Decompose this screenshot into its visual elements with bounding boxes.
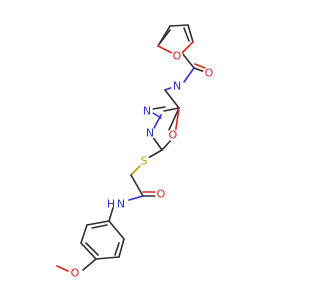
bond-ox-c5-o — [161, 138, 173, 151]
atom-label: O — [205, 67, 214, 80]
atom-o-methoxy: O — [69, 267, 81, 280]
bond-carbonyl-o1 — [193, 67, 206, 73]
bond-carbonyl-n1 — [183, 67, 195, 83]
bond-ox-c2-n-double — [152, 106, 166, 110]
atom-o-furan: O — [171, 50, 183, 63]
atom-s-thio: S — [138, 155, 150, 168]
bond-ph-5-6 — [80, 224, 88, 244]
bond-ph-6-1-double — [91, 224, 108, 229]
atom-label: O — [169, 129, 178, 142]
atom-label: O — [173, 50, 182, 63]
atom-label: O — [71, 267, 80, 280]
bond-furan-c4-c5 — [187, 24, 194, 43]
bond-ph-o — [82, 258, 97, 271]
bond-carbonyl2-n — [128, 195, 144, 201]
bond-carbonyl-o1-double — [194, 63, 206, 69]
bond-c5-s — [147, 149, 163, 159]
bond-o-ch3 — [56, 265, 69, 272]
atom-n-amide2: N H — [107, 197, 128, 211]
bond-furan-c3-c4 — [169, 24, 189, 27]
bond-ph-6-1 — [86, 220, 110, 226]
atom-n-ring1: N — [141, 105, 153, 118]
bond-n-aryl — [108, 207, 114, 222]
bond-s-ch2 — [130, 164, 142, 176]
atom-label-h: H — [107, 198, 115, 211]
bond-ch2-carbonyl2 — [130, 174, 144, 197]
atom-n-ring2: N — [144, 127, 156, 140]
bond-ph-3-4 — [95, 256, 120, 260]
atom-o-amide2: O — [155, 188, 167, 201]
bond-c2-carbonyl — [181, 52, 195, 69]
bond-ph-4-5-double — [85, 242, 99, 256]
bond-furan-c4-c5-double — [183, 27, 190, 42]
bond-ox-n3-n4-b — [152, 112, 162, 119]
bond-furan-c2-c3-double — [159, 29, 171, 44]
bond-ph-2-3-double — [114, 242, 120, 256]
bond-ph-2-3 — [118, 238, 125, 258]
atom-label: N — [117, 198, 125, 211]
atom-label: N — [173, 80, 181, 93]
atom-label: N — [146, 127, 154, 140]
bond-furan-c5-o — [181, 41, 194, 54]
atom-o-amide1: O — [203, 67, 215, 80]
bond-ox-c2-n — [163, 107, 180, 112]
structure-canvas: O O N N N O S O — [56, 24, 215, 280]
atom-n-amide1: N — [171, 80, 183, 93]
bond-ph-1-2 — [108, 220, 125, 240]
bond-ch2-c-oxadiazole — [164, 89, 180, 109]
atom-label: S — [141, 155, 148, 168]
bond-ph-4-5 — [80, 242, 97, 260]
atom-label: O — [157, 188, 166, 201]
bond-furan-o-c2 — [157, 45, 173, 54]
atom-label: N — [143, 105, 151, 118]
atom-o-oxadiazole: O — [167, 129, 179, 142]
molecule-structure: O O N N N O S O — [56, 24, 215, 280]
bond-ox-c2-n3 — [168, 107, 180, 131]
